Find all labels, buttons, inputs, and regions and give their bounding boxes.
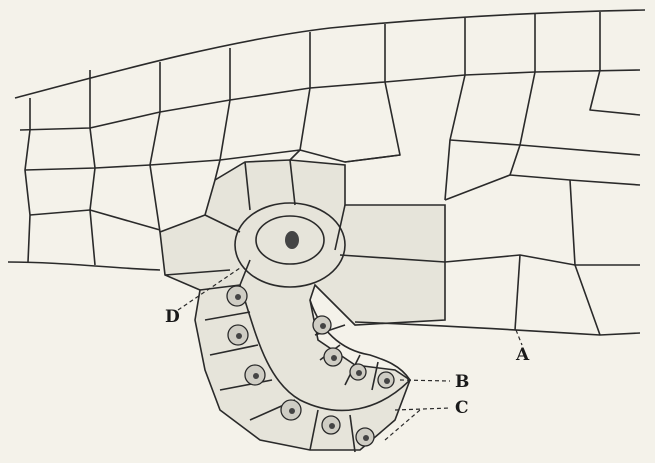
- central-nucleus: [285, 231, 299, 249]
- label-c: C: [455, 398, 469, 418]
- label-b: B: [455, 372, 469, 392]
- label-d: D: [165, 307, 180, 327]
- leader-c: [395, 408, 450, 410]
- leader-a: [516, 330, 522, 345]
- label-a: A: [515, 345, 530, 365]
